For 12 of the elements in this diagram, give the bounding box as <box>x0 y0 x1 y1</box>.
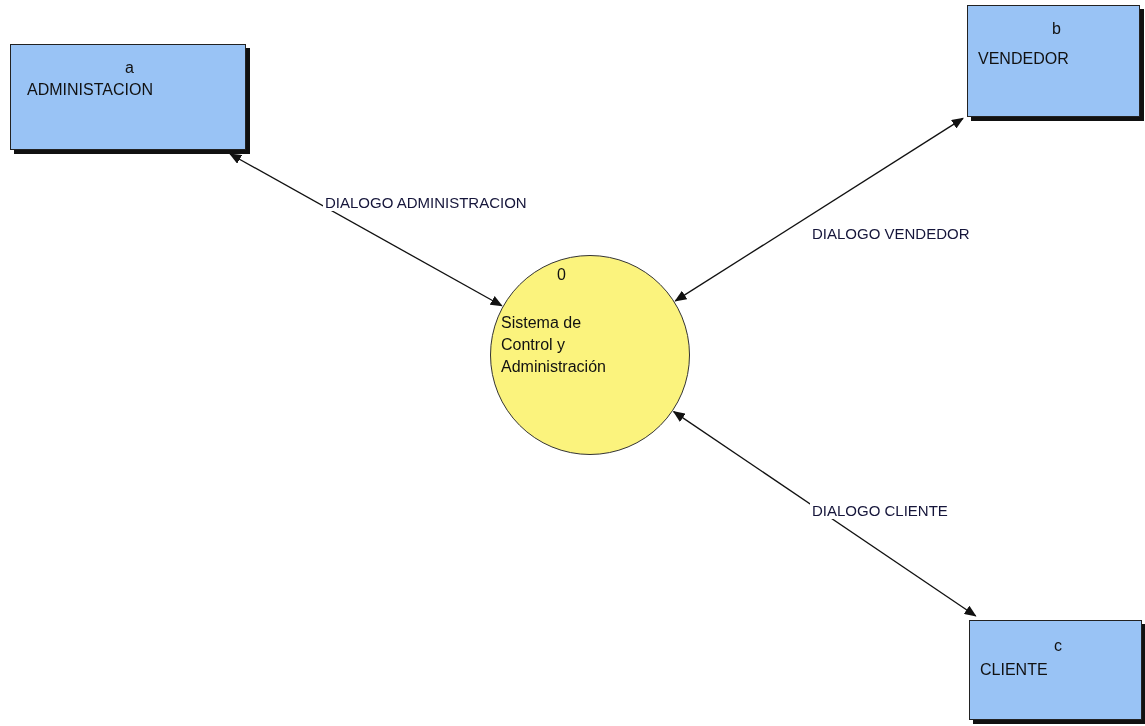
node-id: c <box>1054 637 1062 655</box>
node-label: VENDEDOR <box>978 50 1069 68</box>
node-label: Sistema de Control y Administración <box>501 313 607 377</box>
double-arrow <box>674 117 964 302</box>
node-id: b <box>1052 20 1061 38</box>
node-id: a <box>125 59 134 77</box>
double-arrow <box>672 410 977 617</box>
node-id: 0 <box>557 266 566 284</box>
node-label: ADMINISTACION <box>27 81 153 99</box>
node-label: CLIENTE <box>980 661 1048 679</box>
edge-label: DIALOGO CLIENTE <box>810 502 950 519</box>
double-arrow <box>229 153 503 307</box>
